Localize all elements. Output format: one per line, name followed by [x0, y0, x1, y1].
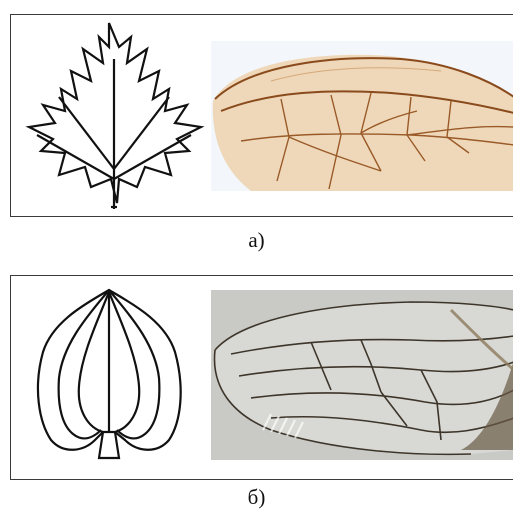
maple-leaf-icon [19, 19, 214, 211]
figure-panel-b [10, 275, 513, 480]
figure-panel-a [10, 14, 513, 217]
amber-insect-wing-image [211, 41, 513, 191]
clear-insect-wing-image [211, 290, 513, 460]
panel-b-caption: б) [0, 487, 513, 508]
panel-a-caption: а) [0, 230, 513, 251]
heart-leaf-icon [29, 282, 199, 474]
